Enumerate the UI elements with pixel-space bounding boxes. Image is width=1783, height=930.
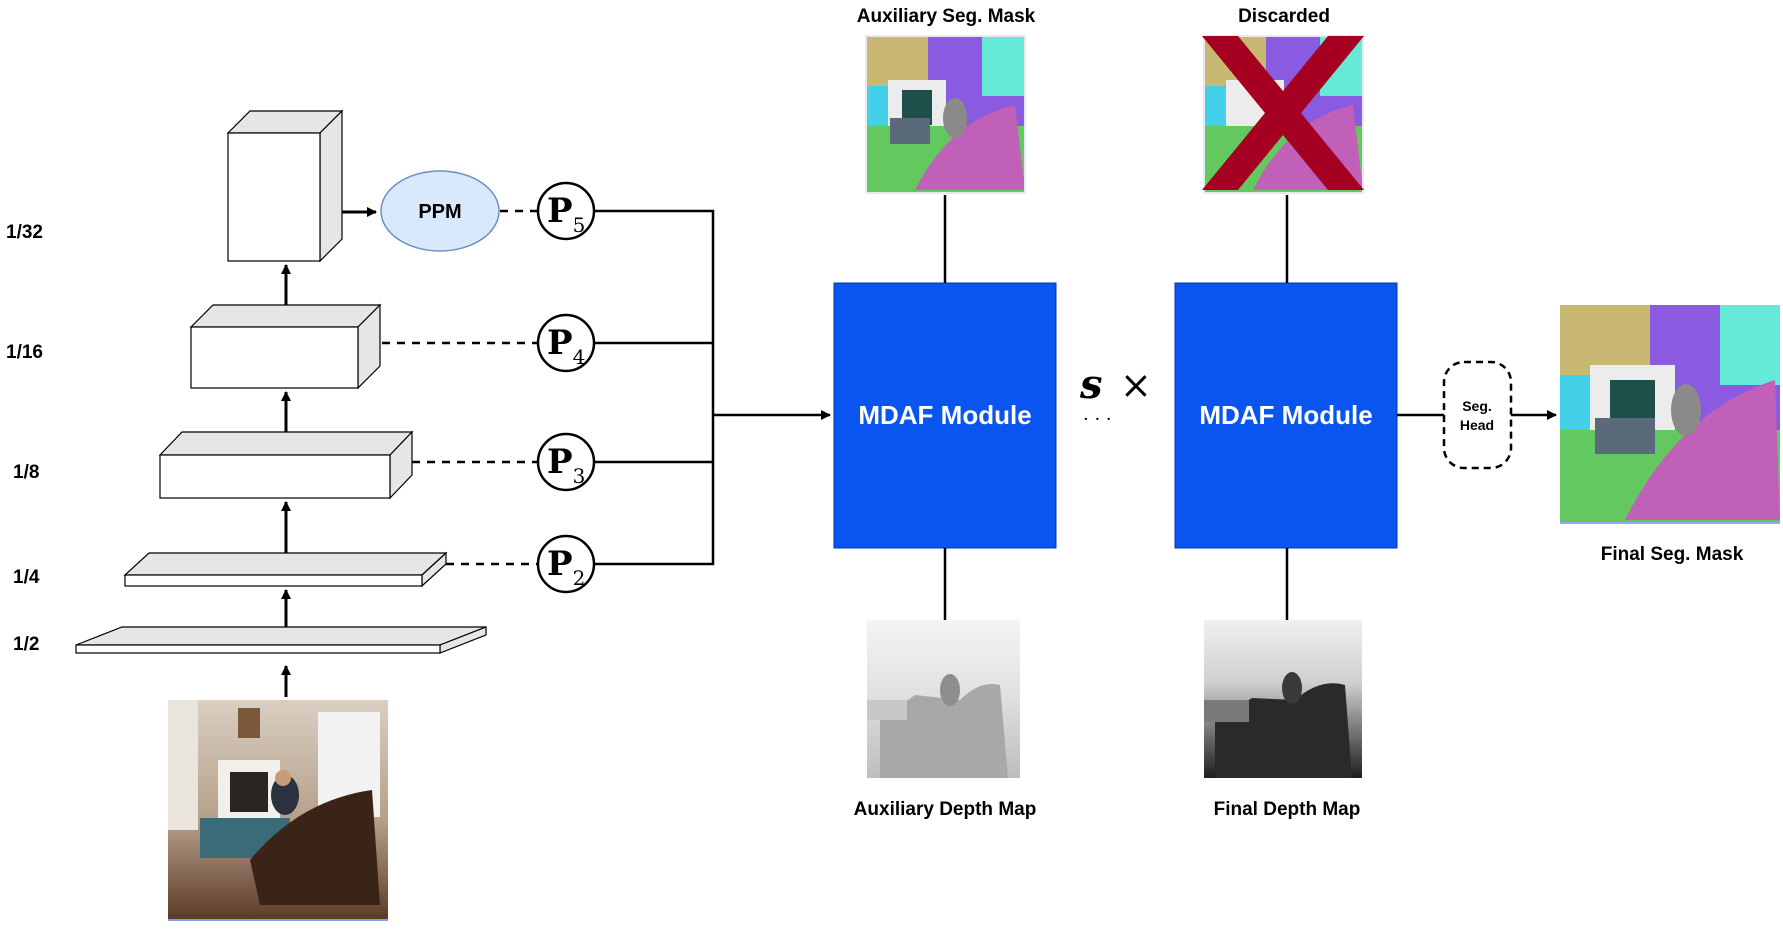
scale-label-1-32: 1/32 <box>6 222 43 243</box>
aux-seg-caption: Auxiliary Seg. Mask <box>857 6 1036 27</box>
aux-depth-caption: Auxiliary Depth Map <box>854 799 1037 820</box>
mdaf-module-1: MDAF Module <box>833 282 1057 549</box>
seg-head-block: Seg. Head <box>1442 360 1513 470</box>
mdaf-module-2-label: MDAF Module <box>1199 400 1372 430</box>
ppm-label: PPM <box>418 201 461 223</box>
discarded-caption: Discarded <box>1238 6 1330 27</box>
repeat-symbol: s <box>1079 361 1103 408</box>
p4-subscript: 4 <box>573 345 586 369</box>
seg-head-label-line2: Head <box>1460 417 1494 433</box>
fusion-connectors <box>594 209 831 566</box>
repeat-indicator: s × · · · <box>1079 361 1152 430</box>
p5-node: P5 <box>536 181 596 241</box>
scale-label-1-8: 1/8 <box>13 462 39 483</box>
final-seg-mask-image <box>1560 305 1780 523</box>
module-output-lines <box>943 195 1289 620</box>
svg-text:P3: P3 <box>547 442 585 488</box>
aux-seg-mask-image <box>865 35 1026 194</box>
scale-label-1-16: 1/16 <box>6 342 43 363</box>
p5-subscript: 5 <box>573 213 586 237</box>
p3-letter: P <box>547 442 573 482</box>
scale-label-1-4: 1/4 <box>13 567 40 588</box>
svg-text:P4: P4 <box>547 323 585 369</box>
p4-node: P4 <box>536 313 596 373</box>
input-rgb-image <box>168 700 388 920</box>
backbone-arrows <box>281 207 377 697</box>
p3-subscript: 3 <box>573 464 586 488</box>
svg-text:P2: P2 <box>547 544 585 590</box>
p2-subscript: 2 <box>573 566 586 590</box>
stage-1-32-box <box>226 109 344 263</box>
seg-head-label-line1: Seg. <box>1462 398 1492 414</box>
ppm-node: PPM <box>380 170 500 252</box>
scale-label-1-2: 1/2 <box>13 634 39 655</box>
final-depth-map-image <box>1204 620 1362 778</box>
p4-letter: P <box>547 323 573 363</box>
mdaf-module-2: MDAF Module <box>1174 282 1398 549</box>
svg-text:P5: P5 <box>547 191 585 237</box>
lateral-dashed-lines <box>382 209 538 566</box>
repeat-dots: · · · <box>1083 409 1112 430</box>
aux-depth-map-image <box>867 620 1020 778</box>
final-seg-caption: Final Seg. Mask <box>1601 544 1744 565</box>
repeat-times: × <box>1120 363 1152 407</box>
stage-1-2-box <box>75 626 487 654</box>
discard-cross-icon <box>1202 36 1364 190</box>
stage-1-4-box <box>123 551 448 588</box>
p2-letter: P <box>547 544 573 584</box>
p3-node: P3 <box>536 432 596 492</box>
stage-1-8-box <box>158 430 414 500</box>
p2-node: P2 <box>536 534 596 594</box>
p5-letter: P <box>547 191 573 231</box>
mdaf-module-1-label: MDAF Module <box>858 400 1031 430</box>
stage-1-16-box <box>189 303 382 390</box>
final-depth-caption: Final Depth Map <box>1214 799 1361 820</box>
